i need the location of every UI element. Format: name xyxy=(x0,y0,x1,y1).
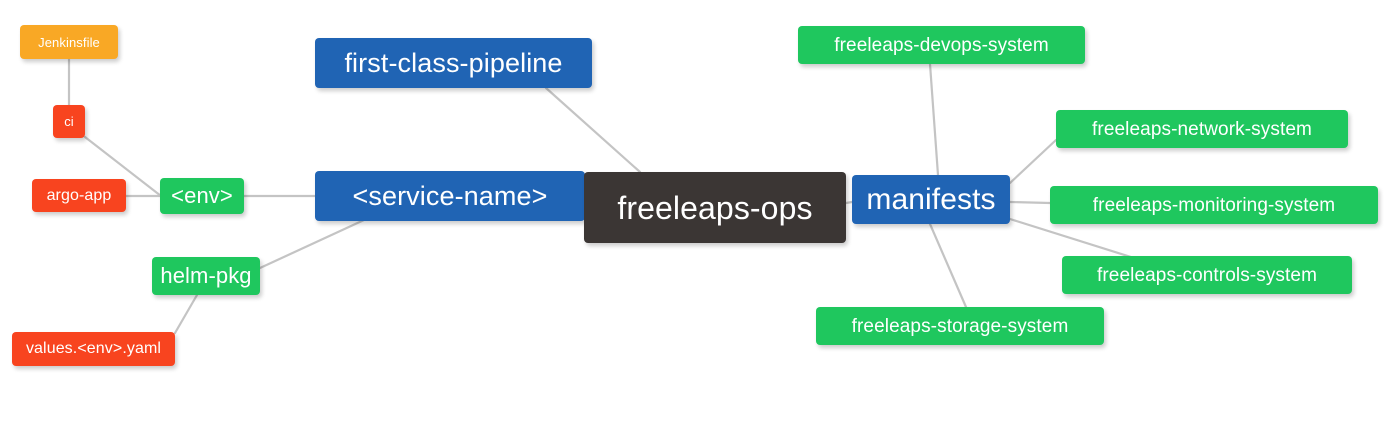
edge-values-helmpkg xyxy=(173,293,199,335)
node-freeleaps-controls-system-label: freeleaps-controls-system xyxy=(1096,264,1318,286)
node-root-freeleaps-ops[interactable]: freeleaps-ops xyxy=(584,172,846,243)
edge-manifests-monitoring xyxy=(1008,200,1052,205)
node-freeleaps-monitoring-system[interactable]: freeleaps-monitoring-system xyxy=(1050,186,1378,224)
node-env-label: <env> xyxy=(171,183,233,208)
node-ci[interactable]: ci xyxy=(53,105,85,138)
node-helm-pkg[interactable]: helm-pkg xyxy=(152,257,260,295)
node-first-class-pipeline[interactable]: first-class-pipeline xyxy=(315,38,592,88)
node-jenkinsfile[interactable]: Jenkinsfile xyxy=(20,25,118,59)
node-freeleaps-devops-system-label: freeleaps-devops-system xyxy=(834,34,1049,56)
node-manifests[interactable]: manifests xyxy=(852,175,1010,224)
node-env[interactable]: <env> xyxy=(160,178,244,214)
edge-pipeline-root xyxy=(544,86,642,174)
node-helm-pkg-label: helm-pkg xyxy=(160,263,252,288)
node-manifests-label: manifests xyxy=(866,182,996,216)
node-jenkinsfile-label: Jenkinsfile xyxy=(38,34,100,50)
edge-manifests-storage xyxy=(928,222,968,309)
node-values-yaml-label: values.<env>.yaml xyxy=(25,340,162,357)
node-root-freeleaps-ops-label: freeleaps-ops xyxy=(617,189,813,226)
edge-manifests-devops xyxy=(928,62,940,177)
edge-manifests-network xyxy=(1008,138,1058,185)
node-ci-label: ci xyxy=(64,114,74,129)
node-argo-app-label: argo-app xyxy=(46,186,112,204)
node-freeleaps-monitoring-system-label: freeleaps-monitoring-system xyxy=(1092,194,1336,216)
node-freeleaps-storage-system[interactable]: freeleaps-storage-system xyxy=(816,307,1104,345)
node-first-class-pipeline-label: first-class-pipeline xyxy=(344,47,563,78)
node-freeleaps-network-system[interactable]: freeleaps-network-system xyxy=(1056,110,1348,148)
node-values-yaml[interactable]: values.<env>.yaml xyxy=(12,332,175,366)
node-service-name-label: <service-name> xyxy=(352,180,548,211)
node-freeleaps-network-system-label: freeleaps-network-system xyxy=(1092,118,1312,140)
node-freeleaps-controls-system[interactable]: freeleaps-controls-system xyxy=(1062,256,1352,294)
node-argo-app[interactable]: argo-app xyxy=(32,179,126,212)
node-freeleaps-devops-system[interactable]: freeleaps-devops-system xyxy=(798,26,1085,64)
node-freeleaps-storage-system-label: freeleaps-storage-system xyxy=(851,315,1069,337)
node-service-name[interactable]: <service-name> xyxy=(315,171,585,221)
edge-helmpkg-service-name xyxy=(258,218,366,270)
